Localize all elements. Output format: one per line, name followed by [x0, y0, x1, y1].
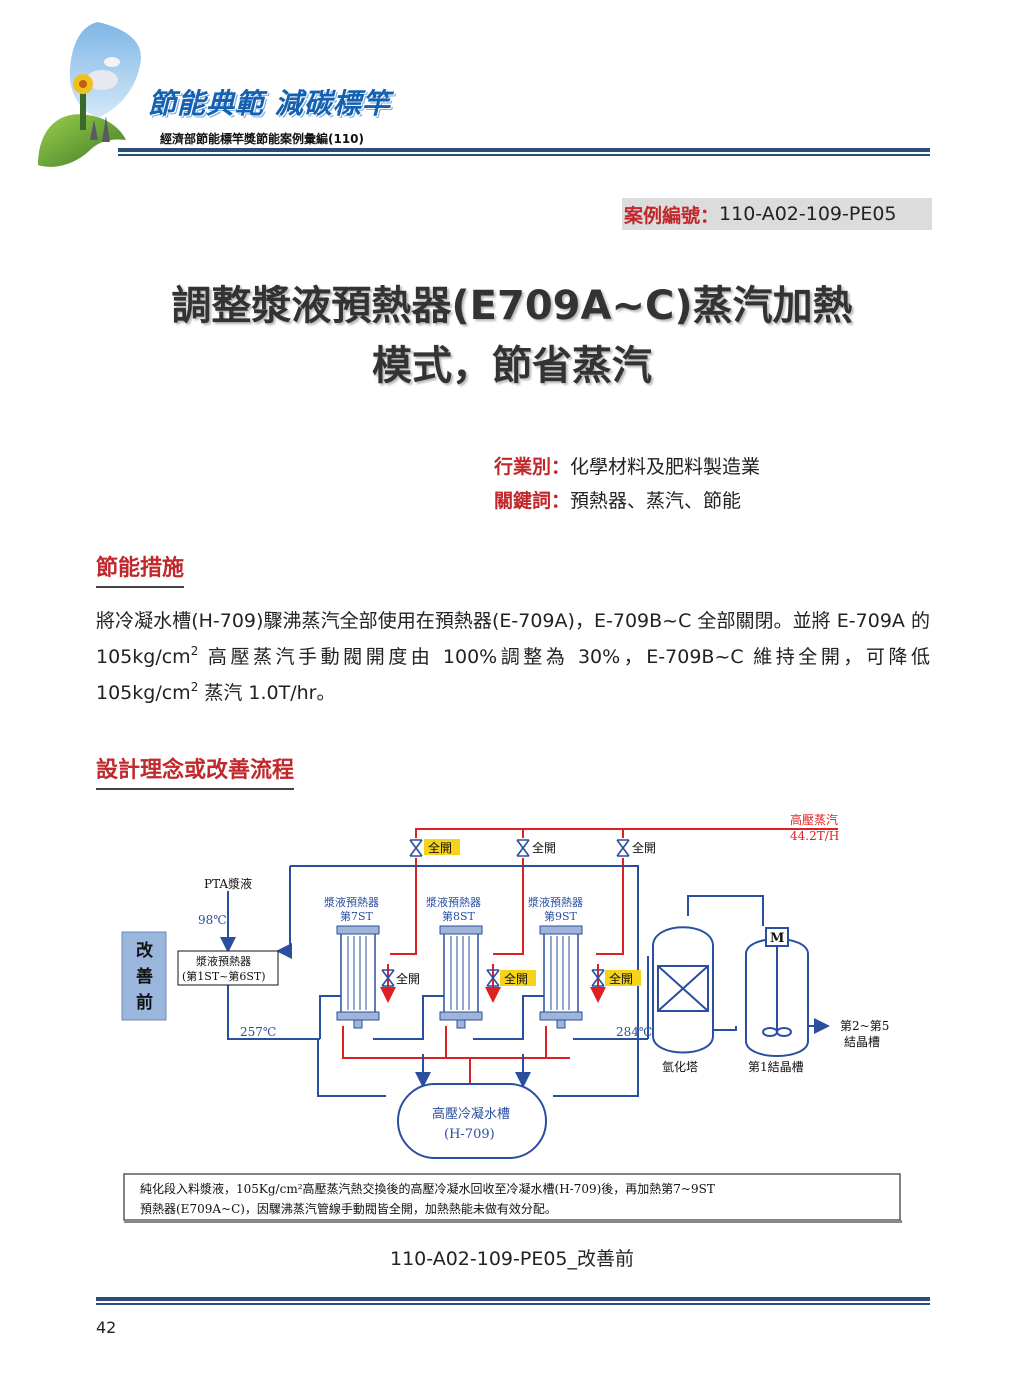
valve-label: 全開 [428, 840, 452, 855]
keywords-label: 關鍵詞： [494, 490, 571, 512]
valve-label: 全開 [632, 840, 656, 855]
superscript: 2 [190, 680, 199, 694]
brand-subtitle: 經濟部節能標竿獎節能案例彙編(110) [160, 132, 365, 146]
title-line-1: 調整漿液預熱器(E709A~C)蒸汽加熱 [171, 283, 853, 329]
valve-label: 全開 [609, 971, 633, 986]
condensate-tank-id: (H-709) [444, 1127, 495, 1142]
note-line-1: 純化段入料漿液，105Kg/cm²高壓蒸汽熱交換後的高壓冷凝水回收至冷凝水槽(H… [140, 1181, 715, 1196]
keywords-row: 關鍵詞：預熱器、蒸汽、節能 [494, 486, 741, 513]
motor-icon [765, 927, 789, 947]
temp-284: 284℃ [616, 1025, 652, 1039]
footer-rule [96, 1297, 930, 1301]
page-title: 調整漿液預熱器(E709A~C)蒸汽加熱 模式，節省蒸汽 [90, 276, 934, 396]
preheater-box-title: 漿液預熱器 [196, 954, 251, 968]
body-text-part-1: 將冷凝水槽(H-709)驟沸蒸汽全部使用在預熱器(E-709A)，E-709B~… [96, 610, 930, 668]
valve-label: 全開 [396, 971, 420, 986]
valve-label: 全開 [532, 840, 556, 855]
before-label-char: 善 [136, 966, 153, 987]
section-heading-design: 設計理念或改善流程 [96, 752, 295, 790]
next-tanks-label-2: 結晶槽 [844, 1035, 880, 1049]
body-text-part-2: 高壓蒸汽手動閥開度由 100%調整為 30%，E-709B~C 維持全開，可降低… [96, 646, 930, 704]
before-label-char: 前 [136, 992, 153, 1013]
footer-rule-thin [96, 1303, 930, 1305]
preheater-1-6-box [177, 950, 279, 986]
section-heading-measures: 節能措施 [96, 550, 185, 588]
condensate-tank-title: 高壓冷凝水槽 [432, 1106, 510, 1122]
note-box-shadow [124, 1220, 902, 1223]
measures-body-text: 將冷凝水槽(H-709)驟沸蒸汽全部使用在預熱器(E-709A)，E-709B~… [96, 603, 930, 711]
temp-257: 257℃ [240, 1025, 276, 1039]
hydrogenation-tower-label: 氫化塔 [662, 1059, 698, 1074]
brand-title: 節能典範 減碳標竿 [148, 87, 391, 120]
heat-exchanger-icon [539, 925, 583, 1029]
valve-icon [409, 839, 630, 857]
temp-98: 98℃ [198, 913, 227, 927]
motor-label: M [770, 931, 784, 946]
page-number: 42 [96, 1318, 117, 1337]
crystallizer-label: 第1結晶槽 [748, 1060, 804, 1074]
hx8-stage: 第8ST [442, 909, 476, 923]
body-text-part-3: 蒸汽 1.0T/hr。 [198, 682, 336, 704]
case-number-label: 案例編號： [624, 204, 720, 227]
condensate-tank-icon [397, 1083, 547, 1159]
process-pipe [220, 865, 830, 1097]
pta-label: PTA漿液 [204, 876, 252, 891]
figure-caption: 110-A02-109-PE05_改善前 [390, 1248, 634, 1270]
before-label-box [121, 931, 167, 1021]
valve-open-highlight [500, 970, 536, 986]
industry-row: 行業別：化學材料及肥料製造業 [494, 452, 760, 479]
header-rule [118, 148, 930, 152]
before-label-char: 改 [136, 940, 154, 961]
steam-flow: 44.2T/H [790, 829, 839, 843]
title-line-2: 模式，節省蒸汽 [372, 343, 652, 389]
note-line-2: 預熱器(E709A~C)，因驟沸蒸汽管線手動閥皆全開，加熱熱能未做有效分配。 [140, 1201, 557, 1216]
process-flow-diagram: 高壓蒸汽 44.2T/H 全開 全開 全開 PTA漿液 98℃ 改 善 前 漿 [121, 812, 902, 1223]
valve-icon [381, 969, 605, 987]
valve-open-highlight [424, 839, 460, 855]
hx8-title: 漿液預熱器 [426, 895, 481, 909]
header-rule-thin [118, 154, 930, 156]
hx9-title: 漿液預熱器 [528, 895, 583, 909]
steam-label: 高壓蒸汽 [790, 812, 838, 827]
industry-value: 化學材料及肥料製造業 [570, 456, 761, 478]
next-tanks-label: 第2~第5 [840, 1019, 889, 1033]
heat-exchanger-icon [336, 925, 380, 1029]
preheater-box-range: (第1ST~第6ST) [182, 969, 266, 983]
case-number-value: 110-A02-109-PE05 [719, 203, 897, 225]
keywords-value: 預熱器、蒸汽、節能 [570, 490, 742, 512]
hydrogenation-tower-icon [652, 926, 714, 1054]
valve-label: 全開 [504, 971, 528, 986]
superscript: 2 [190, 644, 199, 658]
hx7-stage: 第7ST [340, 909, 374, 923]
case-number-box: 案例編號： 110-A02-109-PE05 [622, 198, 932, 230]
industry-label: 行業別： [494, 456, 571, 478]
valve-open-highlight [605, 970, 641, 986]
hx9-stage: 第9ST [544, 909, 578, 923]
brand-logo-illustration [38, 22, 141, 167]
heat-exchanger-icon [439, 925, 483, 1029]
hx7-title: 漿液預熱器 [324, 895, 379, 909]
crystallizer-icon [745, 938, 809, 1057]
